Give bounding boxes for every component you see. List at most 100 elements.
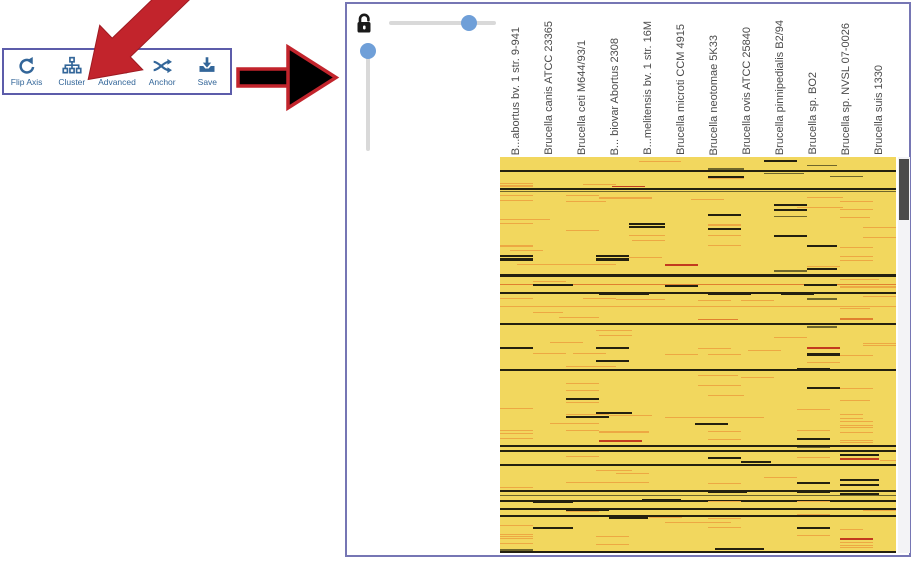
heatmap-line	[797, 535, 830, 536]
horizontal-slider-thumb[interactable]	[461, 15, 478, 31]
save-icon	[199, 57, 215, 72]
heatmap-line	[797, 430, 830, 431]
heatmap-line	[566, 414, 609, 415]
heatmap-line	[806, 245, 837, 247]
heatmap-line	[500, 223, 533, 224]
save-button[interactable]: Save	[185, 56, 229, 87]
heatmap-line	[830, 176, 863, 177]
heatmap-line	[533, 312, 563, 313]
heatmap-line	[559, 317, 599, 318]
heatmap-line	[707, 527, 741, 528]
heatmap-line	[665, 354, 698, 355]
heatmap-line	[500, 183, 533, 184]
heatmap-grid[interactable]	[500, 157, 896, 553]
black-arrow-to-panel-icon	[236, 43, 340, 112]
column-label: B... biovar Abortus 2308	[599, 8, 632, 155]
heatmap-line	[500, 536, 533, 537]
scrollbar-thumb[interactable]	[899, 158, 909, 221]
advanced-button[interactable]: Advanced	[95, 56, 139, 87]
heatmap-line	[839, 493, 880, 495]
heatmap-line	[648, 517, 682, 518]
vertical-slider-thumb[interactable]	[360, 43, 376, 60]
vertical-scrollbar[interactable]	[898, 157, 910, 553]
heatmap-line	[500, 323, 896, 325]
cluster-icon	[62, 56, 82, 74]
heatmap-line	[595, 258, 629, 261]
advanced-label: Advanced	[98, 77, 136, 87]
horizontal-zoom-slider[interactable]	[389, 15, 496, 31]
heatmap-line	[500, 200, 533, 201]
anchor-button[interactable]: Anchor	[140, 56, 184, 87]
heatmap-line	[665, 264, 698, 266]
heatmap-line	[707, 354, 741, 355]
column-label-text: Brucella microti CCM 4915	[675, 24, 687, 155]
heatmap-line	[665, 285, 698, 287]
heatmap-line	[806, 387, 840, 389]
heatmap-line	[500, 284, 896, 285]
heatmap-line	[516, 264, 616, 265]
heatmap-line	[533, 353, 566, 354]
column-label: Brucella sp. NVSL 07-0026	[830, 8, 863, 155]
column-label-text: Brucella ovis ATCC 25840	[741, 27, 753, 155]
heatmap-line	[628, 235, 665, 236]
heatmap-line	[764, 173, 804, 174]
column-label: B...abortus bv. 1 str. 9-941	[500, 8, 533, 155]
heatmap-line	[582, 184, 616, 185]
heatmap-line	[500, 515, 896, 517]
column-label: Brucella pinnipedialis B2/94	[764, 8, 797, 155]
heatmap-line	[839, 479, 880, 481]
save-label: Save	[197, 77, 218, 87]
heatmap-line	[500, 490, 896, 492]
heatmap-line	[863, 345, 896, 346]
heatmap-line	[615, 473, 649, 474]
heatmap-line	[566, 398, 599, 400]
heatmap-line	[797, 501, 830, 502]
heatmap-line	[500, 445, 896, 447]
heatmap-line	[500, 185, 533, 187]
heatmap-line	[698, 300, 731, 301]
heatmap-line	[595, 347, 629, 349]
heatmap-line	[533, 500, 573, 503]
heatmap-line	[500, 306, 896, 307]
heatmap-line	[839, 538, 873, 540]
heatmap-line	[500, 487, 533, 488]
heatmap-line	[566, 508, 609, 511]
heatmap-line	[566, 456, 599, 457]
heatmap-line	[839, 432, 873, 433]
flip-axis-button[interactable]: Flip Axis	[5, 56, 49, 87]
anchor-label: Anchor	[148, 77, 176, 87]
vertical-zoom-slider[interactable]	[360, 43, 376, 151]
heatmap-line	[839, 458, 880, 460]
column-label: Brucella suis 1330	[863, 8, 896, 155]
heatmap-line	[707, 176, 745, 178]
heatmap-line	[509, 250, 543, 251]
heatmap-line	[500, 508, 896, 510]
heatmap-line	[500, 292, 896, 294]
heatmap-line	[839, 286, 896, 288]
column-label: Brucella microti CCM 4915	[665, 8, 698, 155]
heatmap-line	[500, 219, 550, 220]
heatmap-line	[773, 216, 807, 217]
heatmap-line	[572, 353, 606, 354]
heatmap-line	[500, 551, 896, 553]
heatmap-line	[839, 247, 873, 248]
cluster-button[interactable]: Cluster	[50, 56, 94, 87]
heatmap-line	[773, 204, 807, 206]
heatmap-line	[500, 464, 896, 466]
heatmap-line	[500, 191, 896, 192]
heatmap-line	[839, 547, 873, 548]
heatmap-line	[839, 542, 873, 543]
heatmap-line	[707, 235, 741, 236]
heatmap-line	[566, 195, 599, 196]
heatmap-line	[500, 534, 533, 535]
heatmap-line	[500, 538, 533, 539]
heatmap-line	[839, 454, 880, 456]
heatmap-line	[500, 433, 533, 434]
heatmap-line	[863, 296, 896, 297]
heatmap-line	[707, 490, 748, 493]
heatmap-line	[797, 447, 830, 448]
heatmap-line	[599, 197, 652, 199]
lock-open-icon[interactable]	[353, 12, 377, 36]
